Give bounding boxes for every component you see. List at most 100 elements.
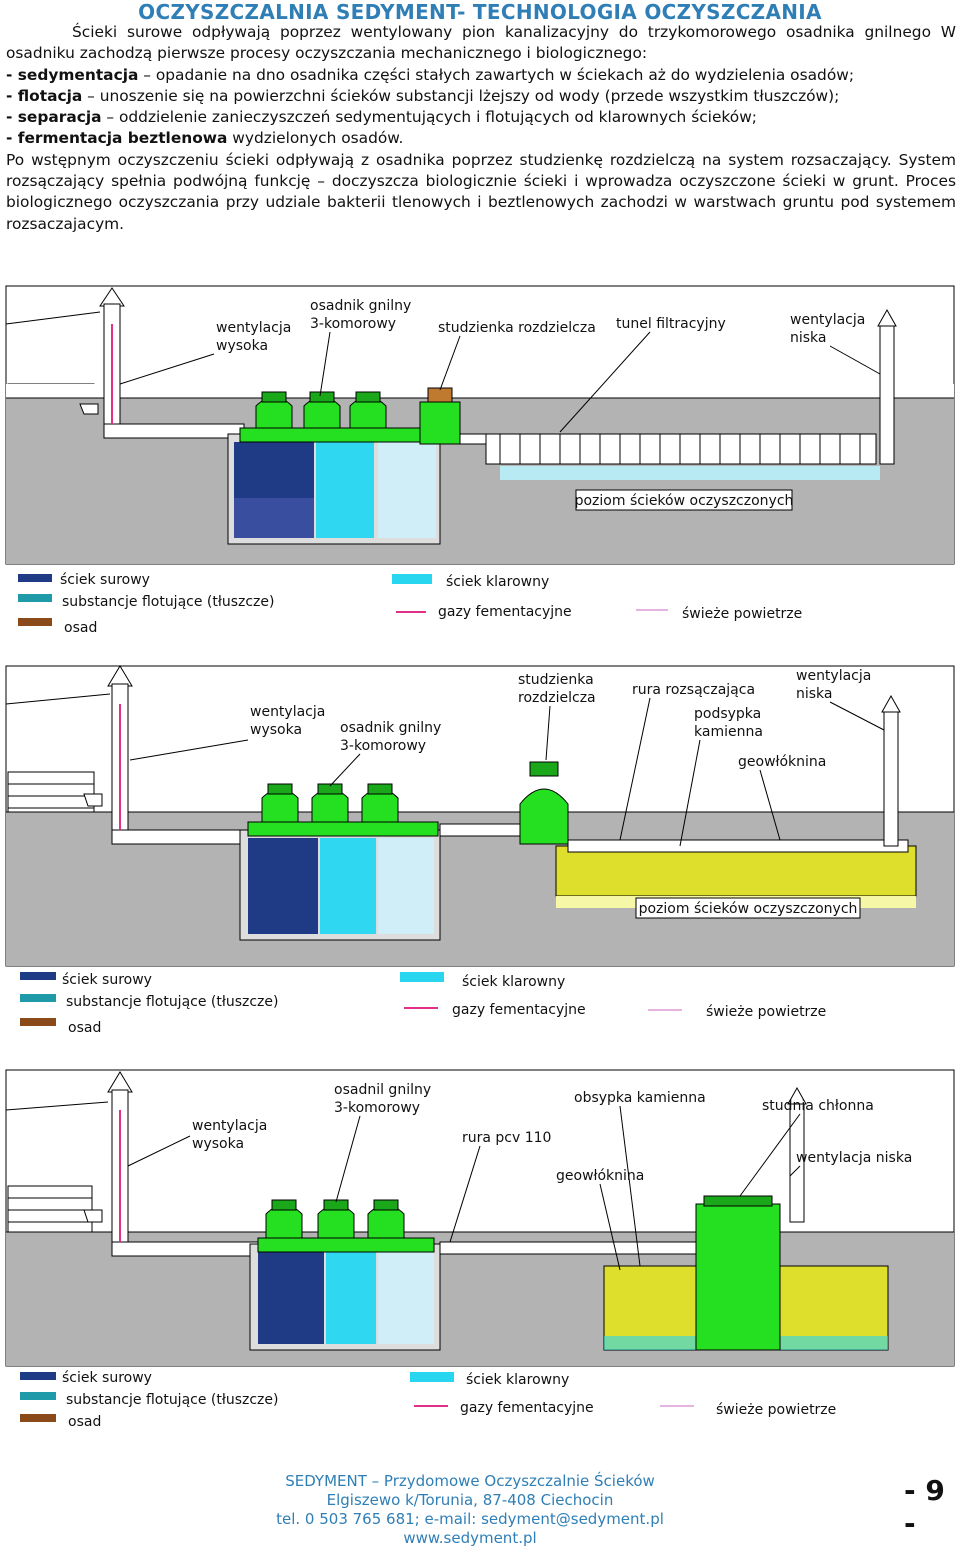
geo-label: geowłóknina bbox=[556, 1168, 644, 1184]
list-item: - flotacja – unoszenie się na powierzchn… bbox=[6, 86, 956, 107]
footer-contact[interactable]: tel. 0 503 765 681; e-mail: sedyment@sed… bbox=[276, 1510, 664, 1528]
pvc-pipe bbox=[439, 1241, 697, 1255]
list-term: - flotacja bbox=[6, 86, 83, 105]
vent-low-label-1: wentylacja bbox=[796, 668, 871, 684]
toilet-icon bbox=[83, 1209, 103, 1223]
legend-raw: ściek surowy bbox=[62, 1370, 152, 1386]
legend-float: substancje flotujące (tłuszcze) bbox=[66, 1392, 278, 1408]
legend-float: substancje flotujące (tłuszcze) bbox=[62, 594, 274, 610]
legend-gas: gazy fementacyjne bbox=[438, 604, 572, 620]
footer: SEDYMENT – Przydomowe Oczyszczalnie Ście… bbox=[240, 1472, 700, 1548]
septic-tank bbox=[239, 783, 441, 941]
tank-label-1: osadnik gnilny bbox=[310, 298, 411, 314]
vent-low-label-2: niska bbox=[796, 686, 833, 702]
vent-high-label-1: wentylacja bbox=[250, 704, 325, 720]
vent-low-pipe bbox=[877, 308, 897, 465]
list-term: - sedymentacja bbox=[6, 65, 139, 84]
stone-label: obsypka kamienna bbox=[574, 1090, 706, 1106]
level-box bbox=[575, 489, 793, 511]
legend-gas: gazy fementacyjne bbox=[460, 1400, 594, 1416]
tunnel-label: tunel filtracyjny bbox=[616, 316, 726, 332]
septic-tank bbox=[227, 391, 441, 545]
gravel-label-2: kamienna bbox=[694, 724, 763, 740]
gravel-label-1: podsypka bbox=[694, 706, 761, 722]
roof-line bbox=[5, 311, 101, 325]
outlet-pipe bbox=[439, 823, 521, 837]
legend-swatch-raw bbox=[20, 972, 56, 980]
legend-clear: ściek klarowny bbox=[446, 574, 549, 590]
list-text: – unoszenie się na powierzchni ścieków s… bbox=[82, 86, 840, 105]
legend-swatch-raw bbox=[20, 1372, 56, 1380]
vent-high-label-1: wentylacja bbox=[192, 1118, 267, 1134]
vent-high-pipe bbox=[99, 287, 245, 439]
legend-swatch-clear bbox=[392, 574, 432, 584]
list-item: - sedymentacja – opadanie na dno osadnik… bbox=[6, 65, 956, 86]
distribution-well bbox=[519, 761, 569, 845]
legend: ściek surowy substancje flotujące (tłusz… bbox=[18, 572, 802, 636]
vent-high-pipe bbox=[107, 665, 247, 845]
legend: ściek surowy substancje flotujące (tłusz… bbox=[20, 972, 826, 1036]
legend-gas: gazy fementacyjne bbox=[452, 1002, 586, 1018]
legend-swatch-float bbox=[20, 994, 56, 1002]
list-text: – opadanie na dno osadnika części stałyc… bbox=[138, 65, 855, 84]
filtration-tunnel bbox=[485, 433, 880, 480]
intro-text: Ścieki surowe odpływają poprzez wentylow… bbox=[6, 22, 956, 235]
tank-label-2: 3-komorowy bbox=[340, 738, 426, 754]
diagram-absorption-well: wentylacja wysoka osadnil gnilny 3-komor… bbox=[0, 1066, 960, 1440]
level-label: poziom ścieków oczyszczonych bbox=[639, 901, 858, 917]
toilet-icon bbox=[83, 793, 103, 807]
distribution-well bbox=[419, 387, 461, 445]
sump-label: studnia chłonna bbox=[762, 1098, 874, 1114]
vent-low-pipe bbox=[881, 694, 901, 847]
toilet-icon bbox=[79, 403, 99, 415]
legend-swatch-clear bbox=[400, 972, 444, 982]
vent-high-label-1: wentylacja bbox=[216, 320, 291, 336]
legend-swatch-raw bbox=[18, 574, 52, 582]
legend-float: substancje flotujące (tłuszcze) bbox=[66, 994, 278, 1010]
well-label: studzienka rozdzielcza bbox=[438, 320, 596, 336]
absorption-well bbox=[695, 1195, 781, 1351]
pipe-label: rura rozsączająca bbox=[632, 682, 755, 698]
list-item: - fermentacja beztlenowa wydzielonych os… bbox=[6, 128, 956, 149]
legend-swatch-float bbox=[20, 1392, 56, 1400]
level-label: poziom ścieków oczyszczonych bbox=[575, 493, 794, 509]
list-item: - separacja – oddzielenie zanieczyszczeń… bbox=[6, 107, 956, 128]
legend-clear: ściek klarowny bbox=[462, 974, 565, 990]
outro-paragraph: Po wstępnym oczyszczeniu ścieki odpływaj… bbox=[6, 150, 956, 233]
tank-label-1: osadnik gnilny bbox=[340, 720, 441, 736]
pvc-label: rura pcv 110 bbox=[462, 1130, 551, 1146]
footer-address: Elgiszewo k/Torunia, 87-408 Ciechocin bbox=[326, 1491, 614, 1509]
page-title: OCZYSZCZALNIA SEDYMENT- TECHNOLOGIA OCZY… bbox=[138, 0, 822, 24]
legend-air: świeże powietrze bbox=[716, 1402, 836, 1418]
well-label-1: studzienka bbox=[518, 672, 594, 688]
list-term: - fermentacja beztlenowa bbox=[6, 129, 228, 148]
legend-raw: ściek surowy bbox=[60, 572, 150, 588]
page-number: - 9 - bbox=[904, 1474, 945, 1540]
legend-swatch-clear bbox=[410, 1372, 454, 1382]
tank-label-2: 3-komorowy bbox=[334, 1100, 420, 1116]
vent-low-label-2: niska bbox=[790, 330, 827, 346]
list-text: wydzielonych osadów. bbox=[227, 129, 404, 148]
brick-wall bbox=[7, 1185, 93, 1237]
legend-air: świeże powietrze bbox=[706, 1004, 826, 1020]
vent-low-label-1: wentylacja bbox=[790, 312, 865, 328]
level-box bbox=[635, 897, 861, 919]
diagram-infiltration-pipe: poziom ścieków oczyszczonych wentylacja … bbox=[0, 660, 960, 1046]
legend-swatch-sludge bbox=[18, 618, 52, 626]
legend-air: świeże powietrze bbox=[682, 606, 802, 622]
surface-strip bbox=[6, 384, 954, 398]
legend-swatch-float bbox=[18, 594, 52, 602]
footer-website-link[interactable]: www.sedyment.pl bbox=[403, 1529, 537, 1547]
tank-label-1: osadnil gnilny bbox=[334, 1082, 431, 1098]
footer-company: SEDYMENT – Przydomowe Oczyszczalnie Ście… bbox=[285, 1472, 655, 1490]
vent-high-label-2: wysoka bbox=[250, 722, 302, 738]
vent-low-label: wentylacja niska bbox=[796, 1150, 912, 1166]
septic-tank bbox=[249, 1199, 441, 1351]
legend-swatch-sludge bbox=[20, 1018, 56, 1026]
legend-clear: ściek klarowny bbox=[466, 1372, 569, 1388]
vent-low-pipe bbox=[787, 1086, 807, 1223]
legend-sludge: osad bbox=[68, 1414, 101, 1430]
list-term: - separacja bbox=[6, 108, 102, 127]
vent-high-label-2: wysoka bbox=[192, 1136, 244, 1152]
intro-paragraph: Ścieki surowe odpływają poprzez wentylow… bbox=[6, 23, 956, 63]
